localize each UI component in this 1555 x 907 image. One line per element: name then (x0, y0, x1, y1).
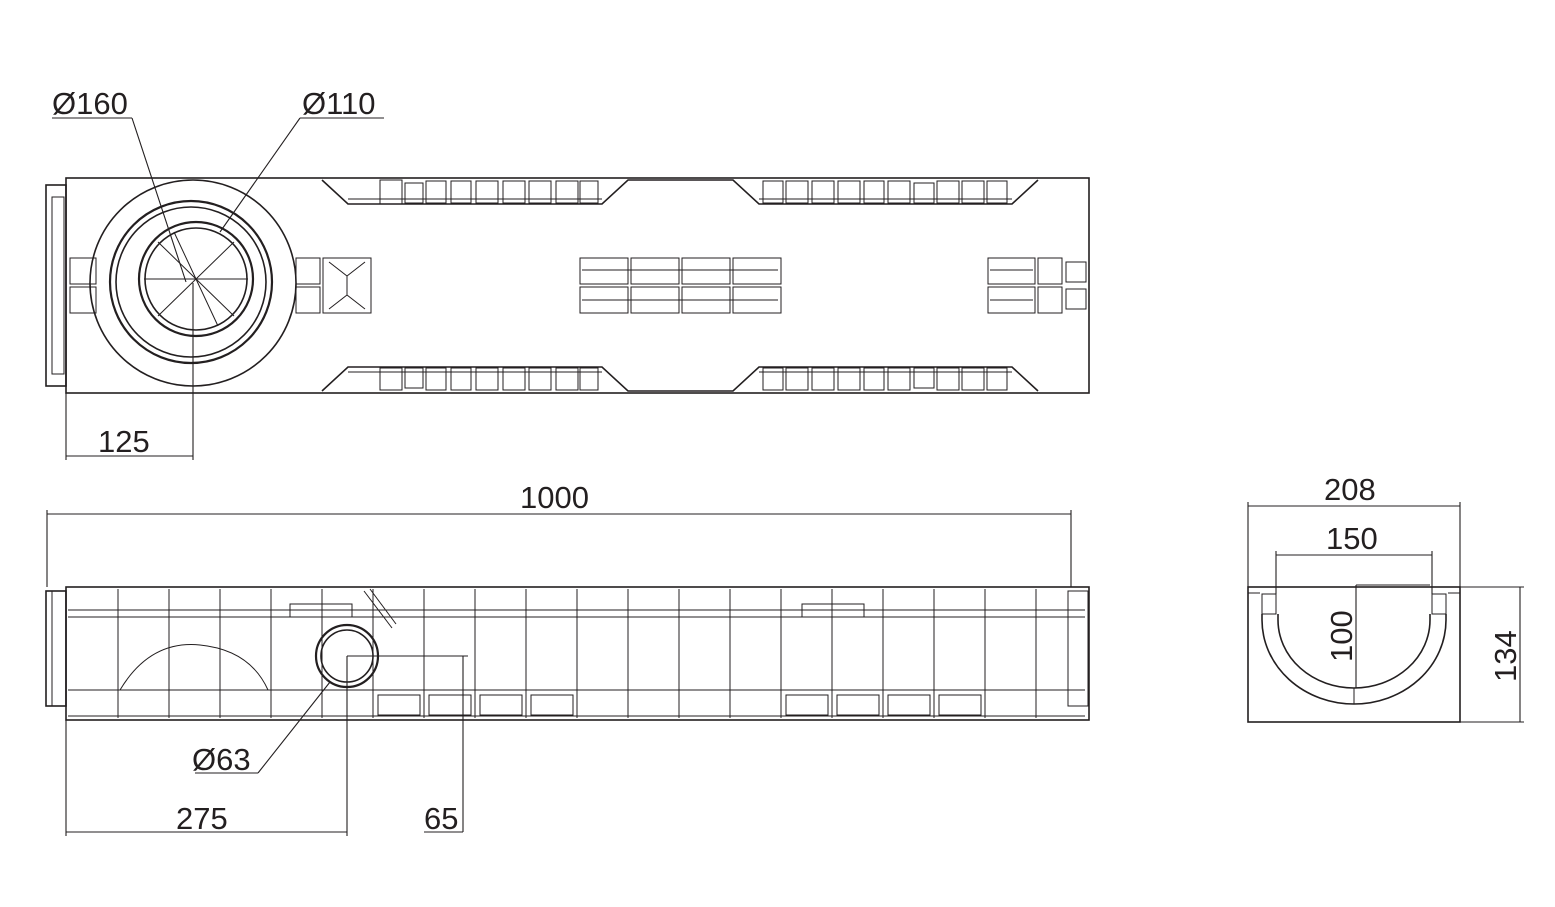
pad (69, 257, 97, 285)
top-view (45, 177, 1090, 394)
slot (289, 603, 353, 618)
top-view-outline (65, 177, 1090, 394)
top-flange (321, 179, 1039, 205)
flange-ring (108, 199, 274, 365)
top-ribs (379, 179, 1008, 205)
label-dim-134: 134 (1488, 630, 1523, 682)
side-view (45, 586, 1090, 721)
middle-grid (579, 257, 782, 314)
bottom-ribs (379, 367, 1008, 391)
label-dim-275: 275 (176, 801, 228, 836)
right-grid (987, 257, 1087, 314)
label-dim-125: 125 (98, 424, 150, 459)
side-end-cap (45, 590, 67, 707)
x-mark (328, 261, 366, 310)
end-view-outline (1247, 586, 1461, 723)
label-dia-63: Ø63 (192, 742, 251, 777)
label-dim-100: 100 (1324, 610, 1359, 662)
dimensions (46, 117, 1524, 836)
label-dim-208: 208 (1324, 472, 1376, 507)
side-pockets (377, 694, 982, 716)
flange-ring-inner (115, 206, 267, 358)
slot (801, 603, 865, 618)
label-dia-160: Ø160 (52, 86, 128, 121)
end-cap (45, 184, 67, 387)
label-dim-65: 65 (424, 801, 458, 836)
pad (295, 286, 321, 314)
outlet-hump (119, 644, 269, 691)
pipe-110-outer (137, 220, 255, 338)
label-dia-110: Ø110 (302, 86, 376, 121)
pad (295, 257, 321, 285)
center-lines (144, 231, 248, 327)
label-dim-1000: 1000 (520, 480, 589, 515)
label-dim-150: 150 (1326, 521, 1378, 556)
bottom-flange (321, 366, 1039, 392)
end-view (1247, 586, 1461, 723)
u-channel-inner (1277, 614, 1431, 689)
x-block (322, 257, 372, 314)
end-cap-inner (51, 196, 65, 375)
pad (69, 286, 97, 314)
side-ribs (117, 589, 1037, 718)
